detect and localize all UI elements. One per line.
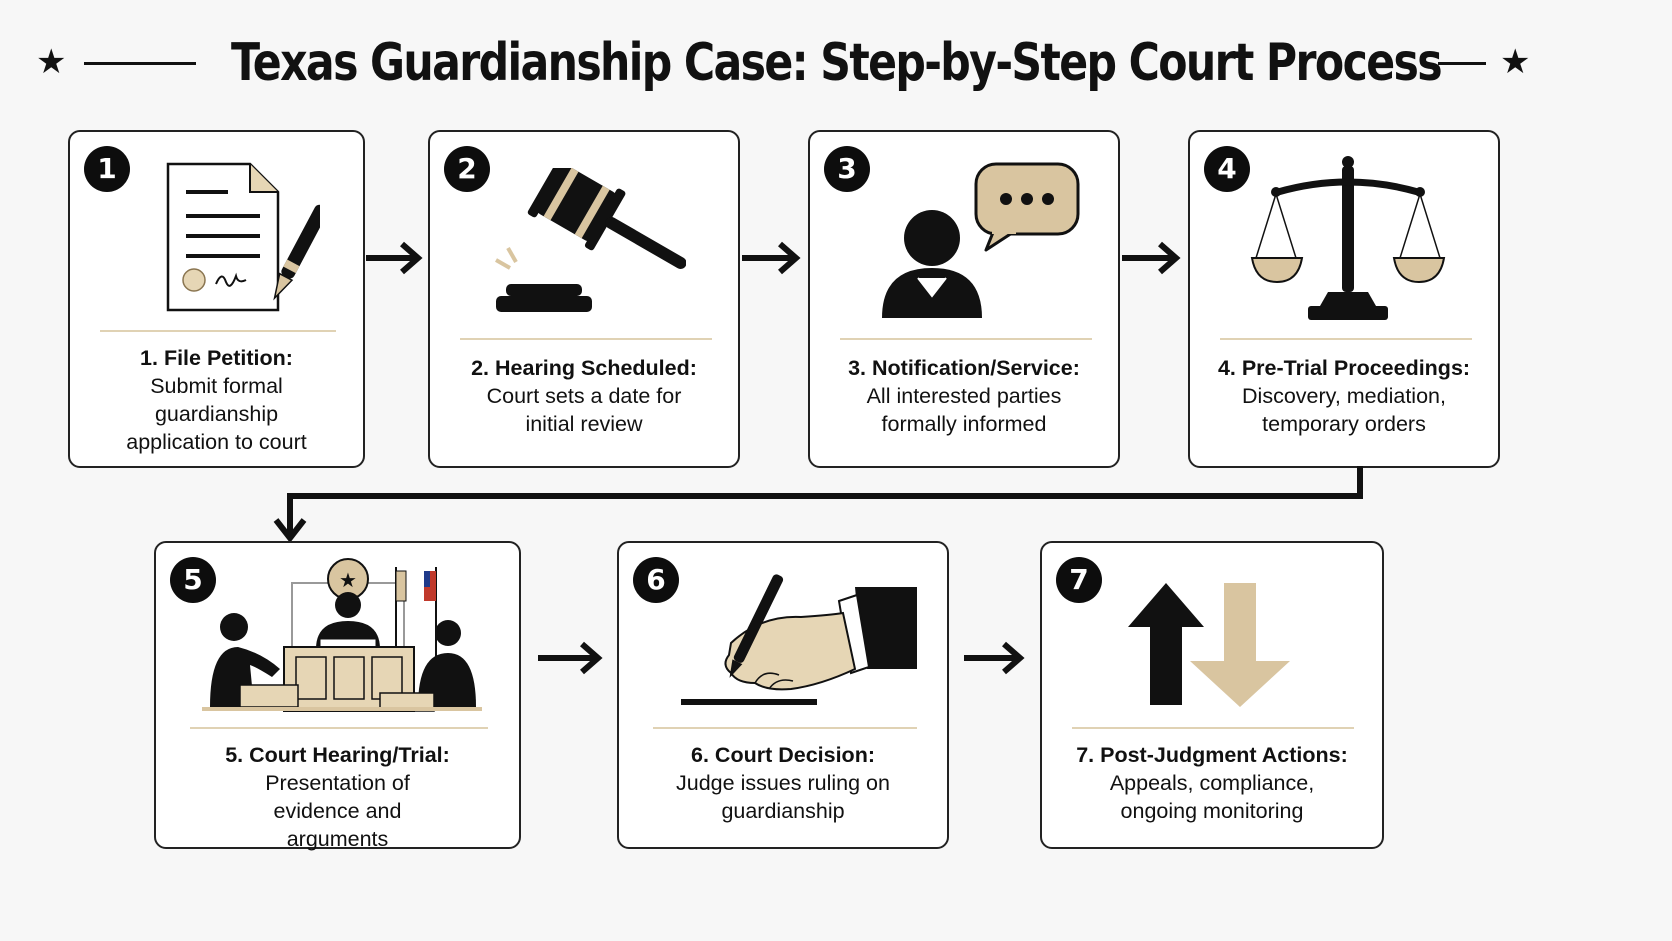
step-label: 7. Post-Judgment Actions: Appeals, compl… [1052,741,1372,825]
step-card-2: 2 2. Hearing Scheduled: Court sets a dat… [428,130,740,468]
step-title: 3. Notification/Service: [848,356,1080,380]
step-card-5: 5 ★ 5. Court Hearing/Trial: Presentation… [154,541,521,851]
document-pen-icon [166,162,320,312]
signing-hand-icon [681,574,917,705]
step-card-6: 6 6. Court Decision: Judge issues ruling… [617,541,949,849]
title-row: ★ Texas Guardianship Case: Step-by-Step … [0,28,1672,98]
step-number-badge: 6 [633,557,679,603]
step-number-badge: 5 [170,557,216,603]
step-description: Submit formal guardianship application t… [126,374,307,454]
step-number-badge: 3 [824,146,870,192]
step-title: 6. Court Decision: [691,743,875,767]
card-divider [100,330,336,332]
card-divider [460,338,712,340]
svg-text:★: ★ [339,568,357,592]
title-rule-left [84,62,196,65]
step-label: 4. Pre-Trial Proceedings: Discovery, med… [1200,354,1488,438]
card-divider [190,727,488,729]
arrow-right-icon [964,641,1025,675]
page-title: Texas Guardianship Case: Step-by-Step Co… [231,33,1443,93]
step-label: 2. Hearing Scheduled: Court sets a date … [440,354,728,438]
scales-of-justice-icon [1250,156,1446,320]
card-divider [653,727,917,729]
step-card-3: 3 3. Notification/Service: All intereste… [808,130,1120,468]
step-title: 5. Court Hearing/Trial: [225,743,450,767]
star-right-icon: ★ [1500,43,1531,81]
step-label: 3. Notification/Service: All interested … [820,354,1108,438]
person-speech-bubble-icon [882,162,1080,318]
step-card-7: 7 7. Post-Judgment Actions: Appeals, com… [1040,541,1384,849]
card-divider [840,338,1092,340]
step-description: Appeals, compliance, ongoing monitoring [1109,771,1315,823]
step-title: 7. Post-Judgment Actions: [1076,743,1348,767]
step-title: 1. File Petition: [140,346,293,370]
connector-arrow-icon [273,466,1363,543]
step-title: 4. Pre-Trial Proceedings: [1217,356,1471,380]
step-number-badge: 7 [1056,557,1102,603]
arrow-right-icon [742,241,801,275]
step-description: Presentation of evidence and arguments [265,771,410,851]
step-description: Judge issues ruling on guardianship [676,771,890,823]
step-label: 1. File Petition: Submit formal guardian… [80,344,353,456]
step-label: 6. Court Decision: Judge issues ruling o… [629,741,937,825]
card-divider [1072,727,1354,729]
step-card-1: 1 1. File Petition: Submit formal guardi… [68,130,365,468]
card-divider [1220,338,1472,340]
step-title: 2. Hearing Scheduled: [471,356,697,380]
arrow-right-icon [1122,241,1181,275]
step-number-badge: 1 [84,146,130,192]
title-rule-right [1438,62,1486,65]
gavel-icon [495,168,686,312]
arrow-right-icon [538,641,603,675]
step-number-badge: 4 [1204,146,1250,192]
arrow-right-icon [366,241,423,275]
step-description: All interested parties formally informed [866,384,1062,436]
star-left-icon: ★ [36,43,67,81]
up-down-arrows-icon [1128,583,1290,707]
step-label: 5. Court Hearing/Trial: Presentation of … [166,741,509,853]
step-description: Discovery, mediation, temporary orders [1242,384,1446,436]
step-number-badge: 2 [444,146,490,192]
step-description: Court sets a date for initial review [486,384,682,436]
courtroom-icon: ★ [202,558,482,712]
step-card-4: 4 4. Pre-Trial Proceedings: Discovery, m… [1188,130,1500,468]
